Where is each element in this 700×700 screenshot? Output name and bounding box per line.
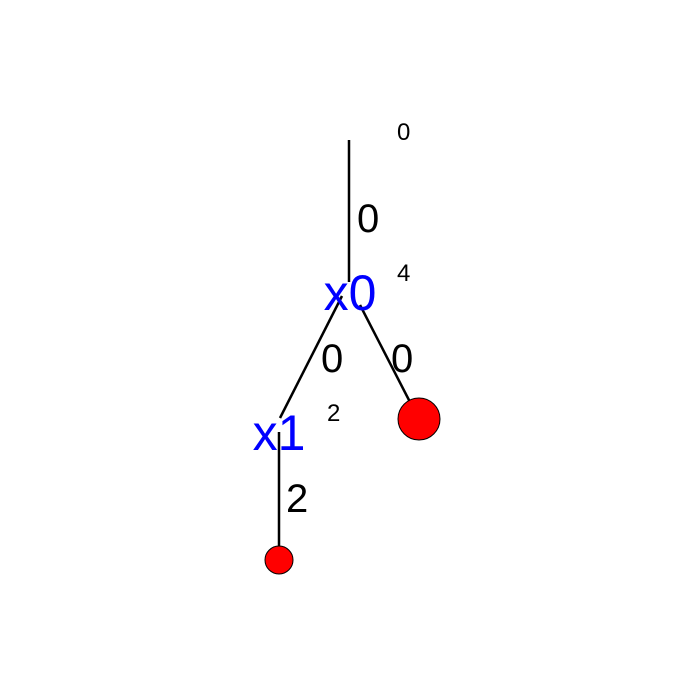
- x1-value-label: 2: [327, 400, 340, 427]
- node-label-x0: x0: [324, 265, 377, 321]
- edge-label-x0-to-right-leaf: 0: [391, 337, 413, 381]
- edge-label-root-to-x0: 0: [357, 197, 379, 241]
- x0-value-label: 4: [397, 260, 410, 287]
- leaf-node-bottom: [264, 545, 294, 575]
- leaf-node-right: [397, 397, 441, 441]
- edge-label-x1-to-bottom-leaf: 2: [286, 477, 308, 521]
- edge-x0-to-x1: [278, 295, 344, 419]
- edge-label-x0-to-x1: 0: [321, 337, 343, 381]
- edge-x0-to-right-leaf: [358, 304, 413, 405]
- root-value-label: 0: [397, 119, 410, 146]
- node-label-x1: x1: [253, 405, 306, 461]
